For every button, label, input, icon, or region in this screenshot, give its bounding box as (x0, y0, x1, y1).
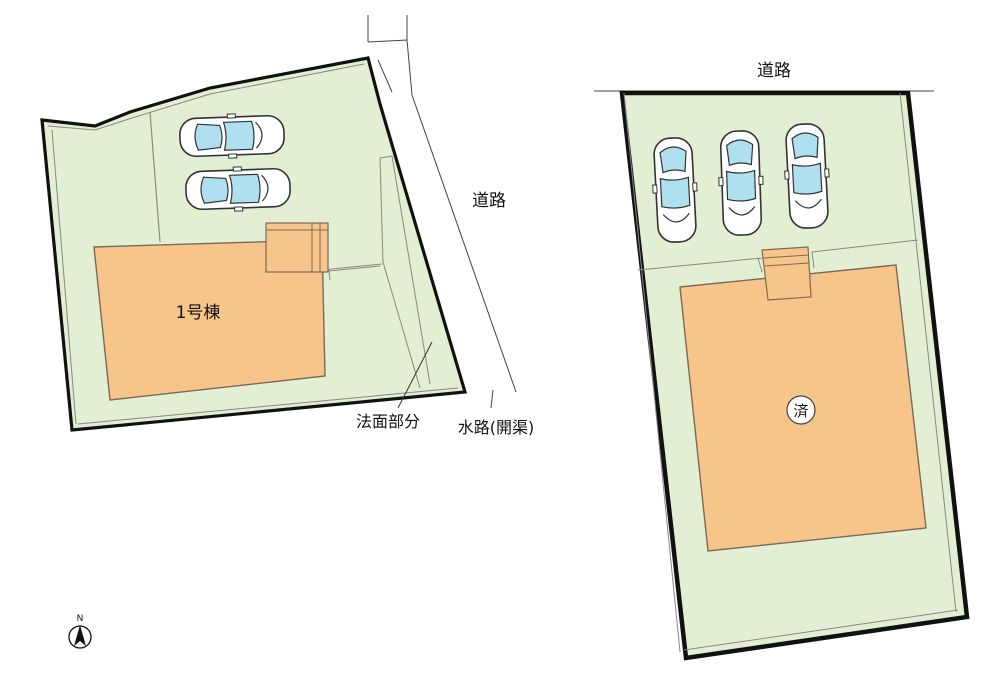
inner-boundary-line (51, 129, 77, 425)
road-edge-line (367, 39, 408, 43)
step-line (763, 254, 810, 259)
entrance-steps (761, 246, 812, 301)
step-line (764, 262, 810, 267)
waterway-leader-line (490, 389, 494, 409)
building-1 (93, 239, 326, 401)
parking-divider-line (811, 239, 919, 253)
inner-boundary-line (683, 609, 959, 651)
left-lot (40, 15, 517, 432)
inner-boundary-line (899, 92, 957, 613)
inner-boundary-line (77, 387, 459, 425)
parking-divider-line (811, 251, 815, 269)
inner-boundary-line (321, 263, 383, 271)
car-icon (716, 129, 766, 237)
parking-divider-line (637, 257, 763, 271)
road-label-right: 道路 (757, 61, 791, 81)
right-lot (594, 90, 970, 661)
road-label-left: 道路 (472, 191, 506, 211)
slope-edge-line (379, 155, 431, 385)
inner-boundary-line (328, 269, 331, 281)
slope-edge-line (379, 157, 421, 389)
slope-label: 法面部分 (356, 412, 420, 431)
north-arrow-icon: N (68, 614, 92, 649)
parking-divider-line (149, 111, 161, 243)
car-icon (649, 136, 701, 244)
waterway-label: 水路(開渠) (458, 418, 535, 437)
car-icon (178, 111, 286, 161)
sold-mark-label: 済 (793, 402, 808, 420)
waterway-edge-line (406, 39, 517, 393)
slope-leader-line (397, 341, 433, 409)
inner-boundary-line (623, 92, 681, 653)
road-edge-line (377, 59, 393, 93)
sold-circle-badge (786, 395, 816, 425)
north-label: N (77, 614, 84, 624)
building-1-label: 1号棟 (176, 303, 221, 323)
car-icon (781, 122, 833, 230)
entrance-porch (265, 222, 329, 273)
inner-boundary-line (47, 63, 365, 131)
parking-divider-line (757, 257, 763, 273)
car-icon (184, 164, 292, 214)
